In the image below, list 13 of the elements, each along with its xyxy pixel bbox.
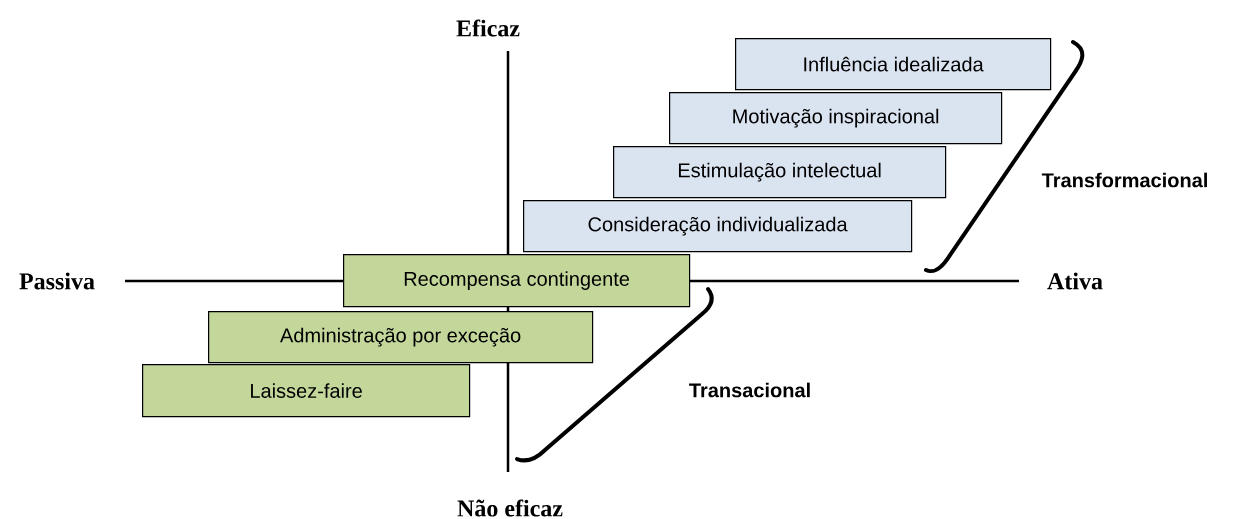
axis-label: Passiva <box>19 272 95 290</box>
level-box: Influência idealizada <box>735 38 1052 91</box>
level-box: Estimulação intelectual <box>613 146 947 199</box>
level-box: Motivação inspiracional <box>669 92 1003 145</box>
axis-label: Não eficaz <box>457 499 563 517</box>
level-box: Recompensa contingente <box>343 254 691 308</box>
axis-label: Transformacional <box>1041 172 1207 188</box>
level-box: Laissez-faire <box>142 364 471 418</box>
level-box: Consideração individualizada <box>523 200 913 253</box>
level-box: Administração por exceção <box>208 311 594 364</box>
axis-label: Ativa <box>1047 272 1103 290</box>
axis-label: Eficaz <box>456 19 520 37</box>
axis-label: Transacional <box>689 382 810 398</box>
